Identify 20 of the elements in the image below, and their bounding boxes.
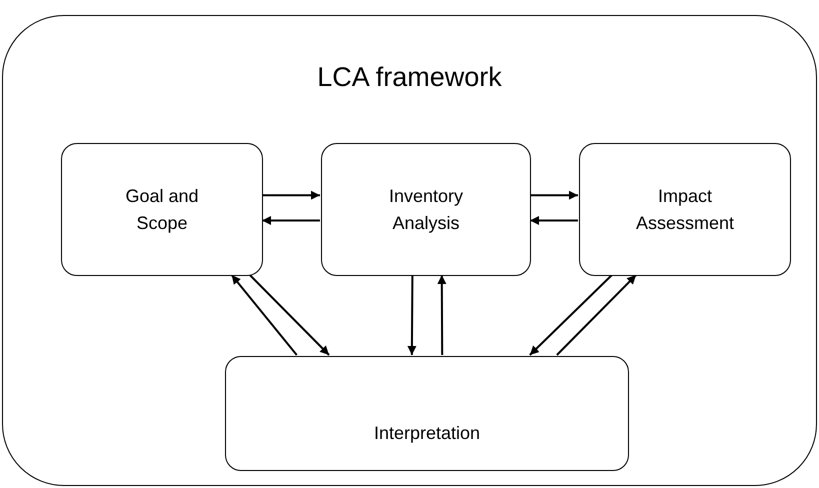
arrow xyxy=(529,274,613,356)
arrow xyxy=(230,274,298,356)
arrow xyxy=(407,275,416,355)
process-box xyxy=(225,356,629,471)
frame-title: LCA framework xyxy=(317,61,502,94)
arrow xyxy=(262,190,320,200)
arrow xyxy=(262,216,320,225)
process-box xyxy=(321,143,531,276)
box-label: Inventory Analysis xyxy=(388,185,464,235)
arrow xyxy=(249,274,330,356)
process-box xyxy=(61,143,263,276)
arrow xyxy=(437,275,446,355)
arrow xyxy=(530,190,578,200)
framework-frame xyxy=(2,15,817,486)
box-label: Impact Assessment xyxy=(634,185,736,234)
arrow xyxy=(530,216,578,225)
process-box xyxy=(579,143,791,276)
box-label: Interpretation xyxy=(374,422,480,445)
box-label: Goal and Scope xyxy=(124,185,200,235)
arrow xyxy=(556,274,637,356)
